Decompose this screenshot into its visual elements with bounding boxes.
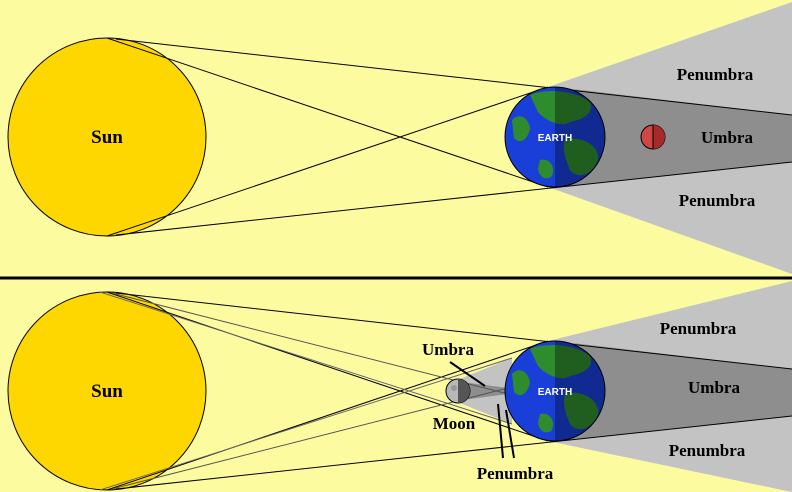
penumbra-label-upper: Penumbra (677, 65, 754, 84)
moon-umbra-shadow (462, 382, 508, 400)
earth-umbra-shadow (556, 341, 792, 441)
moon (445, 378, 471, 404)
solar-eclipse-panel: EARTH Sun Penumbra Umbra Penumbra Umbra … (7, 281, 792, 492)
earth-label: EARTH (538, 133, 572, 144)
earth-label: EARTH (538, 387, 572, 398)
pointer-lines (449, 361, 515, 459)
sun-label: Sun (91, 127, 123, 148)
penumbra-label-upper: Penumbra (660, 319, 737, 338)
penumbra-label-lower: Penumbra (669, 441, 746, 460)
umbra-shadow (556, 87, 792, 187)
moon-umbra-label: Umbra (422, 340, 474, 359)
umbra-label: Umbra (701, 128, 753, 147)
eclipsed-moon (640, 124, 666, 150)
sun-label: Sun (91, 381, 123, 402)
penumbra-label-lower: Penumbra (679, 191, 756, 210)
light-rays (106, 37, 792, 237)
moon-penumbra-label: Penumbra (477, 464, 554, 483)
lunar-eclipse-panel: EARTH Sun Penumbra Umbra Penumbra (7, 2, 792, 274)
umbra-label: Umbra (688, 378, 740, 397)
light-rays (99, 291, 792, 491)
moon-label: Moon (433, 414, 476, 433)
